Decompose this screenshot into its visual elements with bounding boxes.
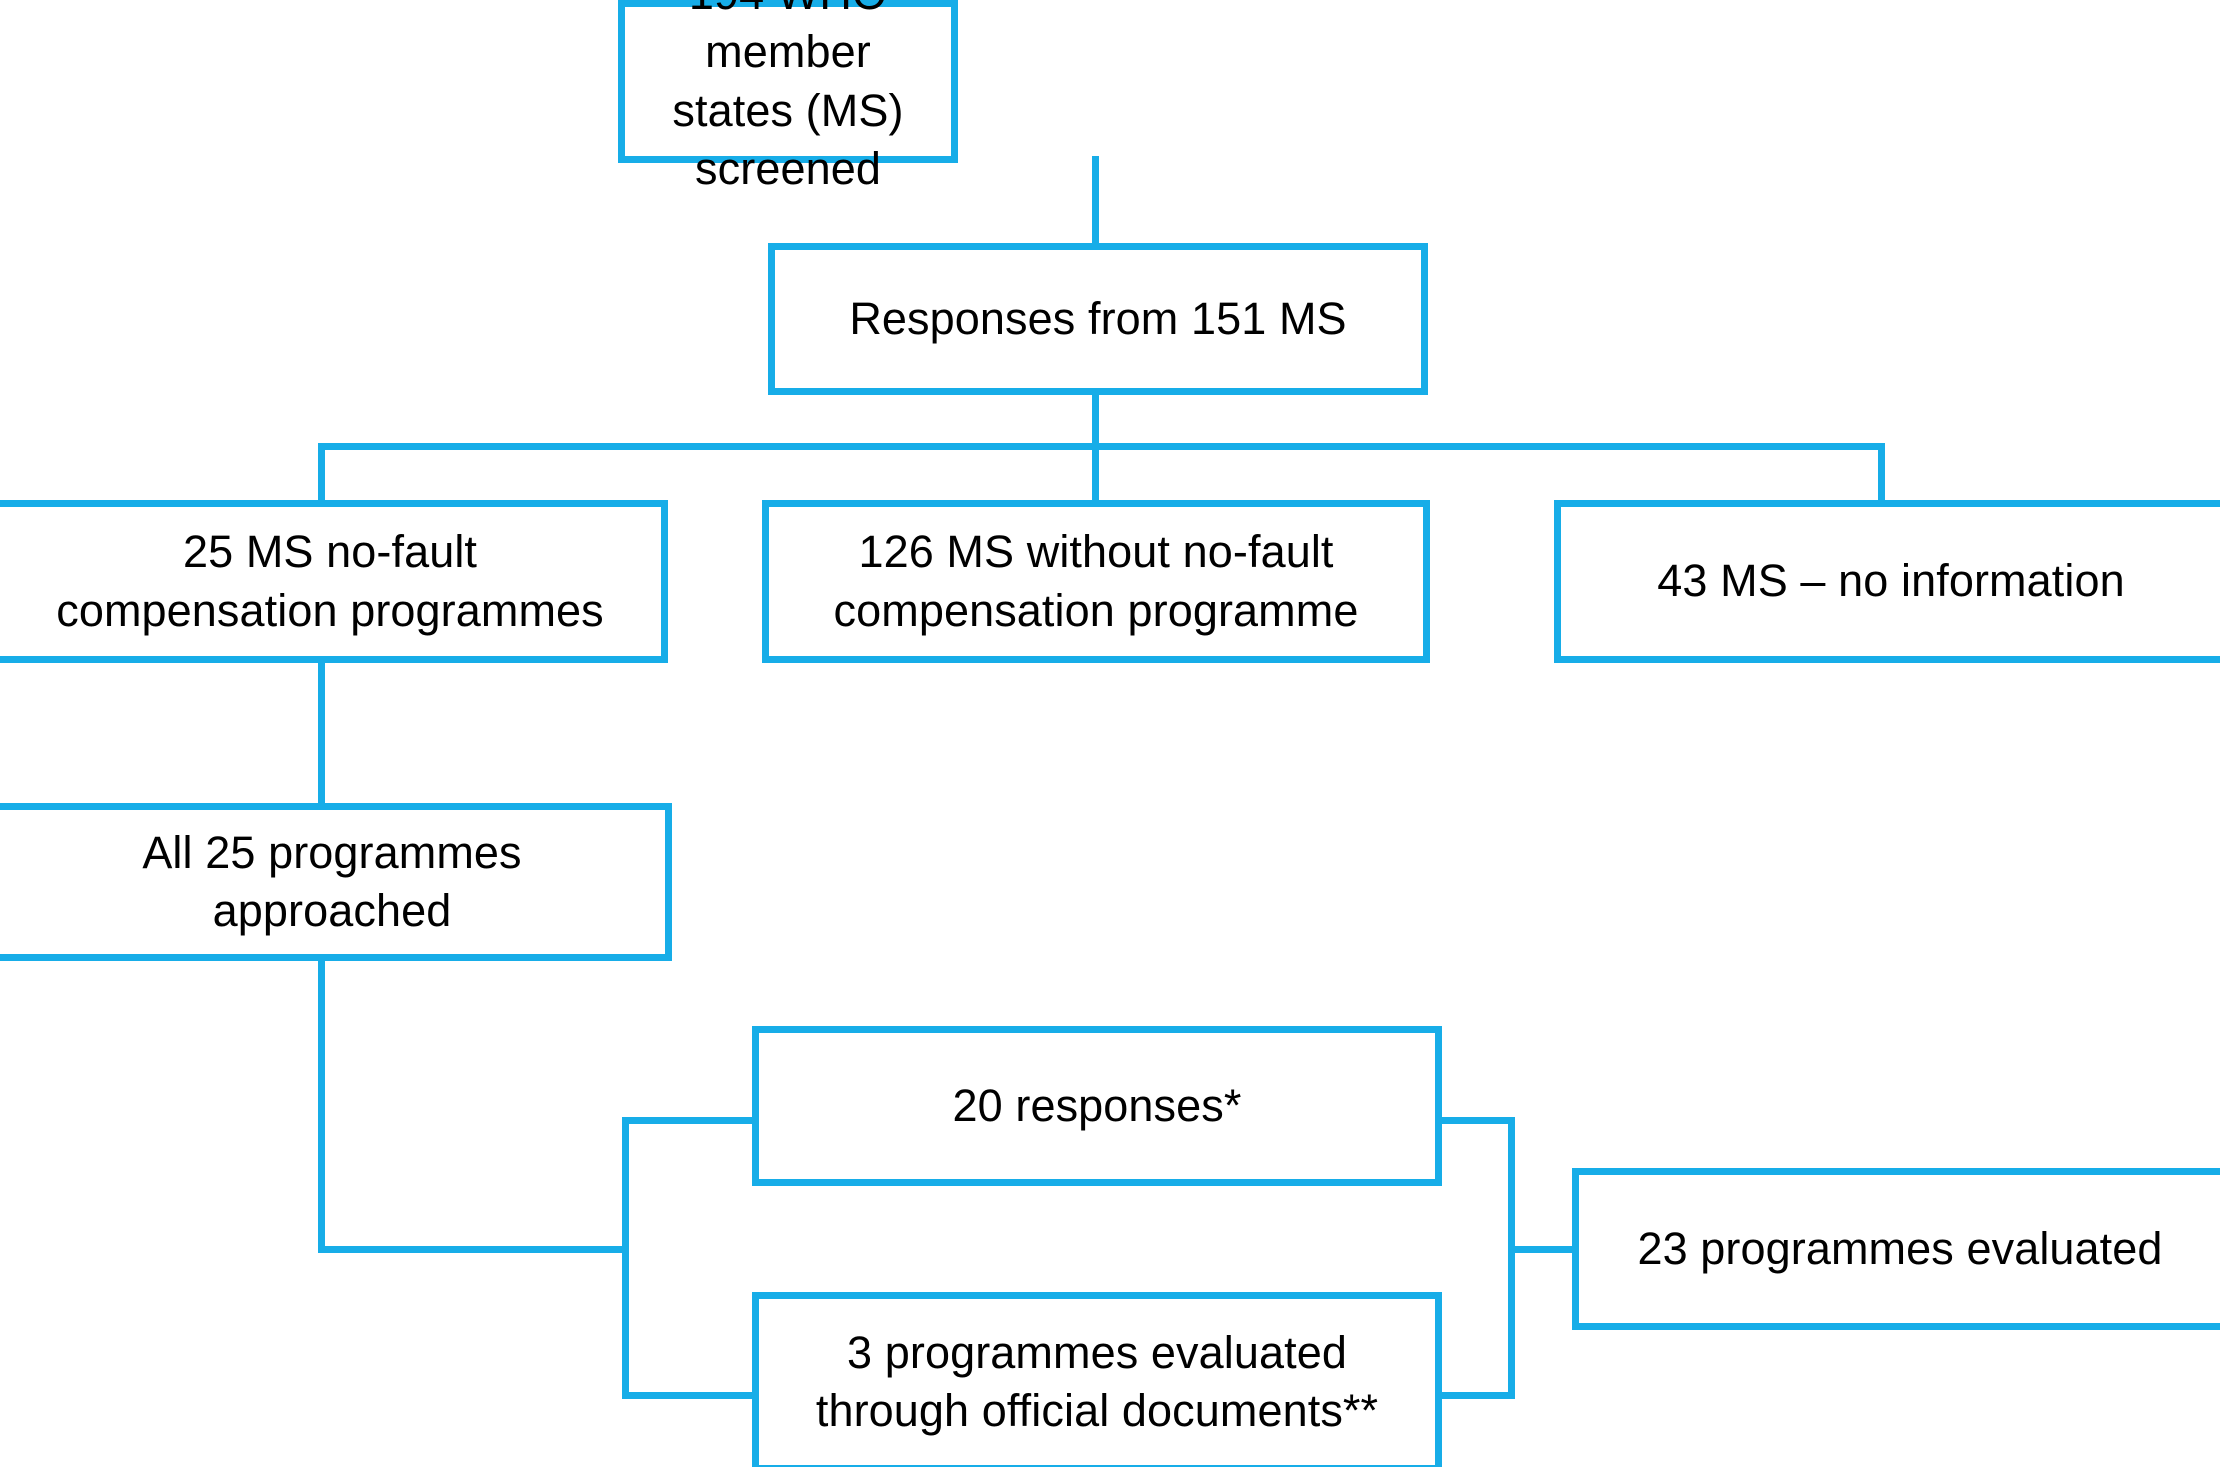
node-screened-label: 194 WHO member states (MS) screened bbox=[672, 0, 904, 194]
connector-right-bracket-to-evaluated bbox=[1508, 1246, 1580, 1253]
connector-right-bracket-spine bbox=[1508, 1117, 1515, 1399]
connector-left-bracket-top-arm bbox=[622, 1117, 758, 1124]
node-official-documents: 3 programmes evaluated through official … bbox=[752, 1292, 1442, 1467]
node-official-documents-label: 3 programmes evaluated through official … bbox=[815, 1326, 1379, 1437]
node-with-programmes-label: 25 MS no-fault compensation programmes bbox=[56, 526, 604, 636]
node-approached-label: All 25 programmes approached bbox=[142, 826, 522, 937]
node-responses-label: Responses from 151 MS bbox=[849, 292, 1347, 344]
node-responses-20-label: 20 responses* bbox=[952, 1079, 1242, 1131]
connector-right-bracket-top-arm bbox=[1430, 1117, 1515, 1124]
connector-responses-down bbox=[1092, 388, 1099, 450]
node-with-programmes: 25 MS no-fault compensation programmes bbox=[0, 500, 668, 663]
node-approached: All 25 programmes approached bbox=[0, 803, 672, 961]
connector-branch-bus bbox=[318, 443, 1885, 450]
node-evaluated-23: 23 programmes evaluated bbox=[1572, 1168, 2220, 1330]
node-evaluated-23-label: 23 programmes evaluated bbox=[1637, 1222, 2163, 1274]
node-responses-20: 20 responses* bbox=[752, 1026, 1442, 1186]
connector-right-bracket-bottom-arm bbox=[1430, 1392, 1515, 1399]
connector-bus-to-with-programmes bbox=[318, 443, 325, 505]
node-no-information-label: 43 MS – no information bbox=[1657, 555, 2125, 607]
node-without-programme: 126 MS without no-fault compensation pro… bbox=[762, 500, 1430, 663]
connector-approached-right bbox=[318, 1246, 629, 1253]
connector-with-programmes-to-approached bbox=[318, 660, 325, 808]
connector-bus-to-no-information bbox=[1878, 443, 1885, 505]
connector-left-bracket-bottom-arm bbox=[622, 1392, 758, 1399]
node-responses: Responses from 151 MS bbox=[768, 243, 1428, 395]
node-no-information: 43 MS – no information bbox=[1554, 500, 2220, 663]
connector-approached-down bbox=[318, 958, 325, 1253]
connector-screened-to-responses bbox=[1092, 156, 1099, 248]
node-screened: 194 WHO member states (MS) screened bbox=[618, 0, 958, 194]
connector-bus-to-without-programme bbox=[1092, 443, 1099, 505]
connector-left-bracket-spine bbox=[622, 1117, 629, 1399]
node-without-programme-label: 126 MS without no-fault compensation pro… bbox=[833, 526, 1359, 636]
